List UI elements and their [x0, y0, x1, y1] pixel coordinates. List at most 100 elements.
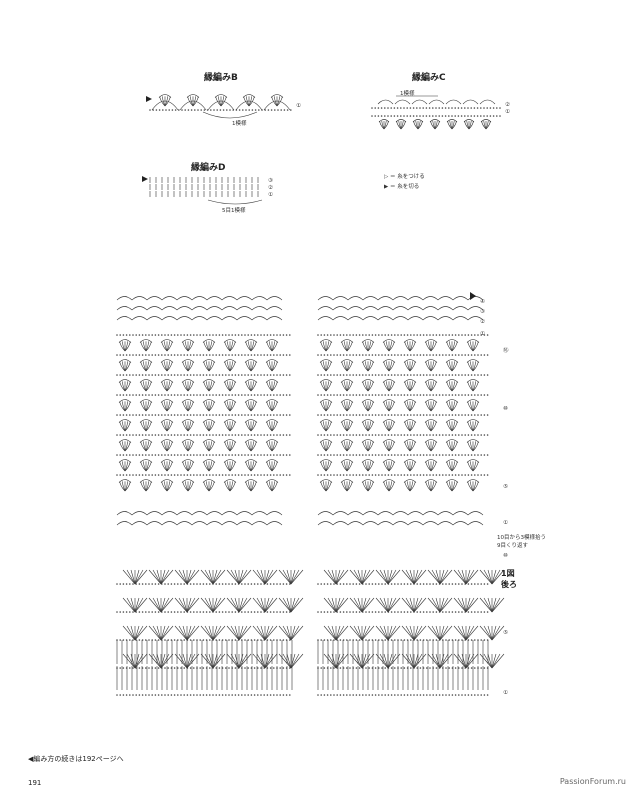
pattern-chain-row	[250, 334, 253, 336]
base-chain-row	[419, 583, 422, 585]
pattern-chain-row	[202, 394, 205, 396]
main-row-marker-10a: ⑩	[503, 406, 508, 412]
pattern-chain-row	[480, 414, 483, 416]
pattern-chain-row	[483, 454, 486, 456]
pattern-shell	[160, 439, 174, 443]
pattern-shell	[424, 459, 438, 463]
top-border-scallop	[221, 306, 238, 311]
transition-arc	[317, 511, 334, 516]
pattern-chain-row	[205, 414, 208, 416]
base-chain-row	[228, 611, 230, 613]
fan-stitch	[491, 569, 497, 585]
base-chain-row	[205, 611, 208, 613]
edge-c-motif	[463, 119, 475, 123]
foundation-chain	[378, 694, 380, 696]
pattern-chain-row	[215, 474, 217, 476]
base-chain-row	[202, 639, 205, 641]
pattern-chain-row	[403, 454, 406, 456]
base-chain-row	[145, 611, 147, 613]
base-chain-row	[464, 639, 467, 641]
pattern-chain-row	[378, 334, 380, 336]
foundation-chain	[416, 694, 419, 696]
fan-stitch	[387, 597, 401, 613]
base-chain-row	[225, 611, 227, 613]
fan-stitch	[260, 625, 266, 641]
pattern-chain-row	[129, 454, 131, 456]
pattern-chain-row	[161, 334, 163, 336]
pattern-chain-row	[260, 374, 262, 376]
pattern-chain-row	[330, 434, 332, 436]
pattern-shell	[223, 359, 237, 363]
foundation-chain	[253, 694, 256, 696]
foundation-chain	[464, 694, 467, 696]
transition-arc	[392, 511, 409, 516]
top-border-scallop	[317, 316, 334, 321]
pattern-chain-row	[394, 434, 396, 436]
pattern-chain-row	[132, 354, 134, 356]
fan-stitch	[264, 597, 270, 613]
base-chain-row	[257, 667, 259, 669]
pattern-shell	[344, 361, 348, 372]
pattern-chain-row	[247, 394, 249, 396]
pattern-chain-row	[458, 374, 460, 376]
pattern-chain-row	[260, 434, 262, 436]
top-border-scallop	[467, 296, 484, 301]
base-chain-row	[269, 639, 272, 641]
foundation-chain	[368, 694, 371, 696]
edge-c-chain	[419, 107, 421, 109]
pattern-chain-row	[209, 374, 211, 376]
base-chain-row	[145, 667, 147, 669]
pattern-shell	[271, 401, 278, 412]
fan-stitch	[282, 569, 292, 585]
pattern-chain-row	[285, 474, 288, 476]
foundation-chain	[358, 694, 361, 696]
edge-c-chain	[467, 107, 469, 109]
base-chain-row	[448, 583, 451, 585]
base-chain-row	[394, 583, 396, 585]
edge-b-motif	[242, 94, 256, 98]
pattern-shell	[164, 361, 168, 372]
fan-stitch	[413, 625, 423, 641]
top-border-scallop	[377, 296, 394, 301]
pattern-chain-row	[400, 374, 403, 376]
foundation-chain	[260, 694, 262, 696]
foundation-chain	[279, 694, 282, 696]
pattern-shell	[388, 361, 395, 372]
fan-stitch	[182, 653, 188, 669]
pattern-shell	[143, 461, 147, 472]
fan-stitch	[200, 625, 214, 641]
base-chain-row	[400, 667, 403, 669]
edge-c-scallop	[462, 99, 479, 105]
top-border-scallop	[131, 316, 148, 321]
pattern-shell	[227, 461, 231, 472]
base-chain-row	[183, 667, 185, 669]
pattern-shell	[344, 461, 348, 472]
pattern-chain-row	[333, 334, 335, 336]
pattern-chain-row	[279, 354, 282, 356]
pattern-chain-row	[397, 354, 399, 356]
pattern-chain-row	[202, 454, 205, 456]
fan-stitch	[439, 653, 445, 669]
pattern-shell	[223, 459, 237, 463]
pattern-chain-row	[282, 474, 285, 476]
pattern-chain-row	[141, 374, 144, 376]
pattern-chain-row	[445, 394, 447, 396]
fan-stitch	[491, 653, 497, 669]
pattern-chain-row	[458, 414, 460, 416]
pattern-chain-row	[173, 374, 176, 376]
pattern-chain-row	[196, 414, 198, 416]
fan-stitch	[461, 625, 467, 641]
base-chain-row	[177, 583, 179, 585]
pattern-chain-row	[419, 434, 422, 436]
fan-stitch	[238, 569, 252, 585]
pattern-chain-row	[435, 334, 438, 336]
fan-stitch	[375, 569, 389, 585]
edge-c-chain	[496, 115, 498, 117]
pattern-shell	[124, 421, 131, 432]
pattern-shell	[323, 461, 327, 472]
base-chain-row	[381, 667, 383, 669]
pattern-chain-row	[253, 434, 256, 436]
pattern-chain-row	[145, 474, 147, 476]
base-chain-row	[426, 611, 428, 613]
transition-arc	[116, 521, 133, 526]
